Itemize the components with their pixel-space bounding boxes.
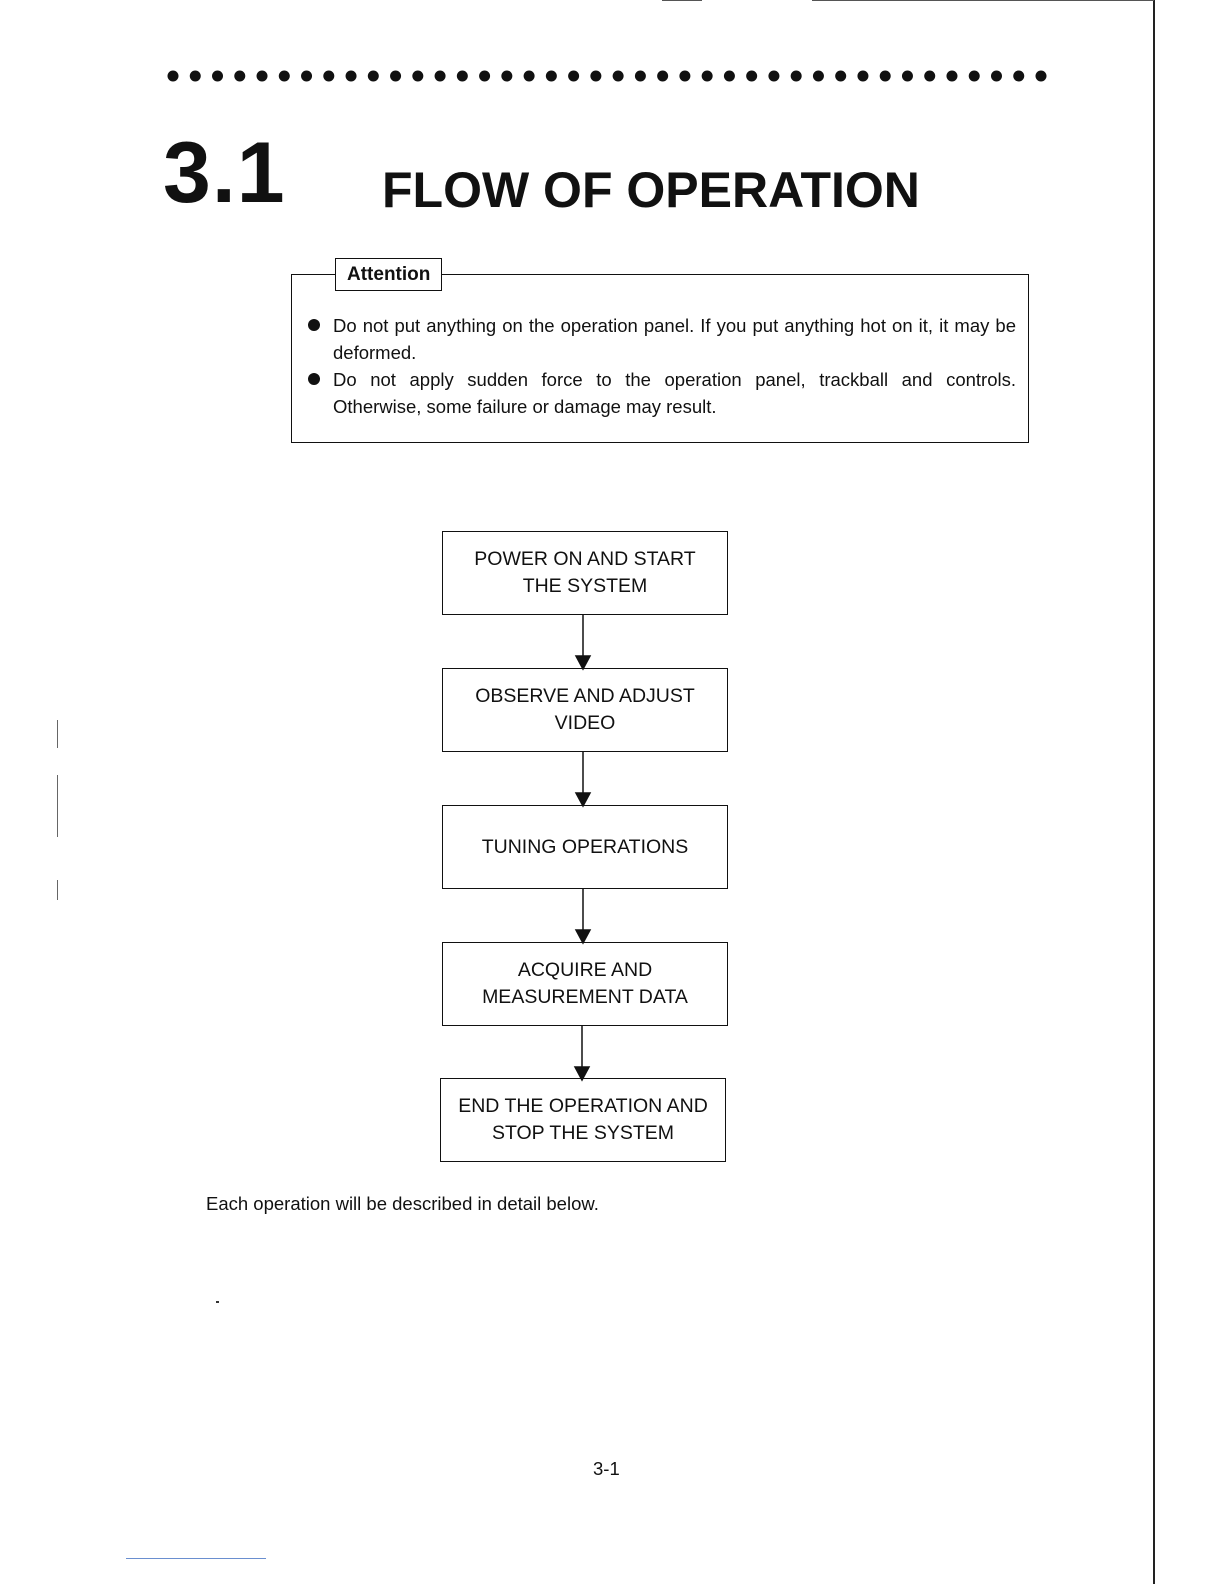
rule-dot: [768, 70, 780, 82]
rule-dot: [879, 70, 891, 82]
scan-mark-top-right: [812, 0, 1154, 1]
rule-dot: [189, 70, 201, 82]
attention-item: Do not apply sudden force to the operati…: [306, 366, 1016, 420]
flow-step-line: END THE OPERATION AND: [458, 1095, 708, 1117]
flow-step-line: POWER ON AND START: [474, 548, 696, 570]
rule-dot: [367, 70, 379, 82]
rule-dot: [323, 70, 335, 82]
rule-dot: [612, 70, 624, 82]
rule-dot: [167, 70, 179, 82]
attention-item: Do not put anything on the operation pan…: [306, 312, 1016, 366]
attention-list: Do not put anything on the operation pan…: [306, 312, 1016, 420]
flow-step-power-on: POWER ON AND START THE SYSTEM: [442, 531, 728, 615]
arrow-down-icon: [573, 1066, 591, 1082]
dotted-rule: [166, 68, 1048, 84]
scan-mark-top: [662, 0, 702, 1]
rule-dot: [412, 70, 424, 82]
rule-dot: [256, 70, 268, 82]
rule-dot: [634, 70, 646, 82]
scan-mark-left: [57, 880, 58, 900]
flow-step-tuning: TUNING OPERATIONS: [442, 805, 728, 889]
scan-mark-bottom: [126, 1558, 266, 1559]
attention-label: Attention: [335, 258, 443, 291]
arrow-down-icon: [574, 929, 592, 945]
rule-dot: [479, 70, 491, 82]
rule-dot: [234, 70, 246, 82]
rule-dot: [701, 70, 713, 82]
arrow-down-icon: [574, 655, 592, 671]
flow-step-line: MEASUREMENT DATA: [482, 986, 688, 1008]
rule-dot: [924, 70, 936, 82]
rule-dot: [390, 70, 402, 82]
arrow-down-icon: [574, 792, 592, 808]
rule-dot: [523, 70, 535, 82]
rule-dot: [857, 70, 869, 82]
rule-dot: [835, 70, 847, 82]
rule-dot: [278, 70, 290, 82]
scan-mark-left: [57, 775, 58, 837]
rule-dot: [345, 70, 357, 82]
rule-dot: [812, 70, 824, 82]
rule-dot: [968, 70, 980, 82]
rule-dot: [901, 70, 913, 82]
rule-dot: [679, 70, 691, 82]
bullet-icon: [308, 373, 320, 385]
flow-step-line: VIDEO: [554, 712, 616, 734]
flow-step-line: ACQUIRE AND: [517, 959, 653, 981]
rule-dot: [946, 70, 958, 82]
rule-dot: [1013, 70, 1025, 82]
rule-dot: [545, 70, 557, 82]
flow-step-line: THE SYSTEM: [522, 575, 648, 597]
rule-dot: [434, 70, 446, 82]
page-edge-line: [1153, 0, 1155, 1584]
flow-step-line: TUNING OPERATIONS: [481, 835, 689, 858]
section-number: 3.1: [163, 125, 286, 221]
section-title: FLOW OF OPERATION: [382, 162, 920, 218]
page-number: 3-1: [593, 1458, 620, 1479]
body-note: Each operation will be described in deta…: [206, 1193, 599, 1214]
flow-step-end-operation: END THE OPERATION AND STOP THE SYSTEM: [440, 1078, 726, 1162]
attention-item-text: Do not apply sudden force to the operati…: [333, 369, 1016, 417]
scan-mark-left: [57, 720, 58, 748]
rule-dot: [790, 70, 802, 82]
bullet-icon: [308, 319, 320, 331]
scan-speck: [216, 1301, 219, 1303]
rule-dot: [501, 70, 513, 82]
flow-step-line: OBSERVE AND ADJUST: [475, 685, 695, 707]
rule-dot: [723, 70, 735, 82]
flow-step-line: STOP THE SYSTEM: [491, 1122, 675, 1144]
rule-dot: [1035, 70, 1047, 82]
rule-dot: [990, 70, 1002, 82]
attention-box: [291, 274, 1029, 443]
rule-dot: [746, 70, 758, 82]
rule-dot: [568, 70, 580, 82]
rule-dot: [456, 70, 468, 82]
attention-item-text: Do not put anything on the operation pan…: [333, 315, 1016, 363]
rule-dot: [657, 70, 669, 82]
flow-step-acquire-data: ACQUIRE AND MEASUREMENT DATA: [442, 942, 728, 1026]
flow-step-observe-video: OBSERVE AND ADJUST VIDEO: [442, 668, 728, 752]
rule-dot: [212, 70, 224, 82]
rule-dot: [301, 70, 313, 82]
rule-dot: [590, 70, 602, 82]
